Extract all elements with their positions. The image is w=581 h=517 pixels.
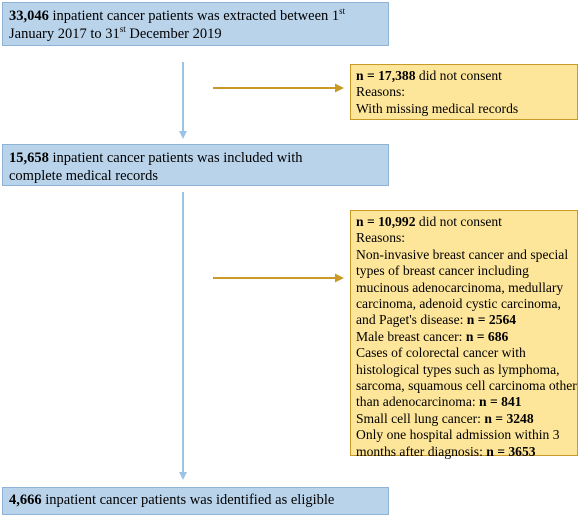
box-included: 15,658 inpatient cancer patients was inc… bbox=[2, 144, 389, 186]
extracted-count: 33,046 bbox=[9, 8, 49, 24]
box-exclusion-1: n = 17,388 did not consent Reasons: With… bbox=[350, 64, 578, 120]
exclusion-1-count: n = 17,388 bbox=[356, 68, 416, 83]
exclusion-2-count: n = 10,992 bbox=[356, 214, 416, 229]
included-count: 15,658 bbox=[9, 150, 49, 166]
eligible-count: 4,666 bbox=[9, 492, 42, 508]
box-exclusion-2: n = 10,992 did not consent Reasons: Non-… bbox=[350, 210, 578, 459]
box-eligible: 4,666 inpatient cancer patients was iden… bbox=[2, 487, 389, 515]
box-extracted: 33,046 inpatient cancer patients was ext… bbox=[2, 2, 389, 46]
